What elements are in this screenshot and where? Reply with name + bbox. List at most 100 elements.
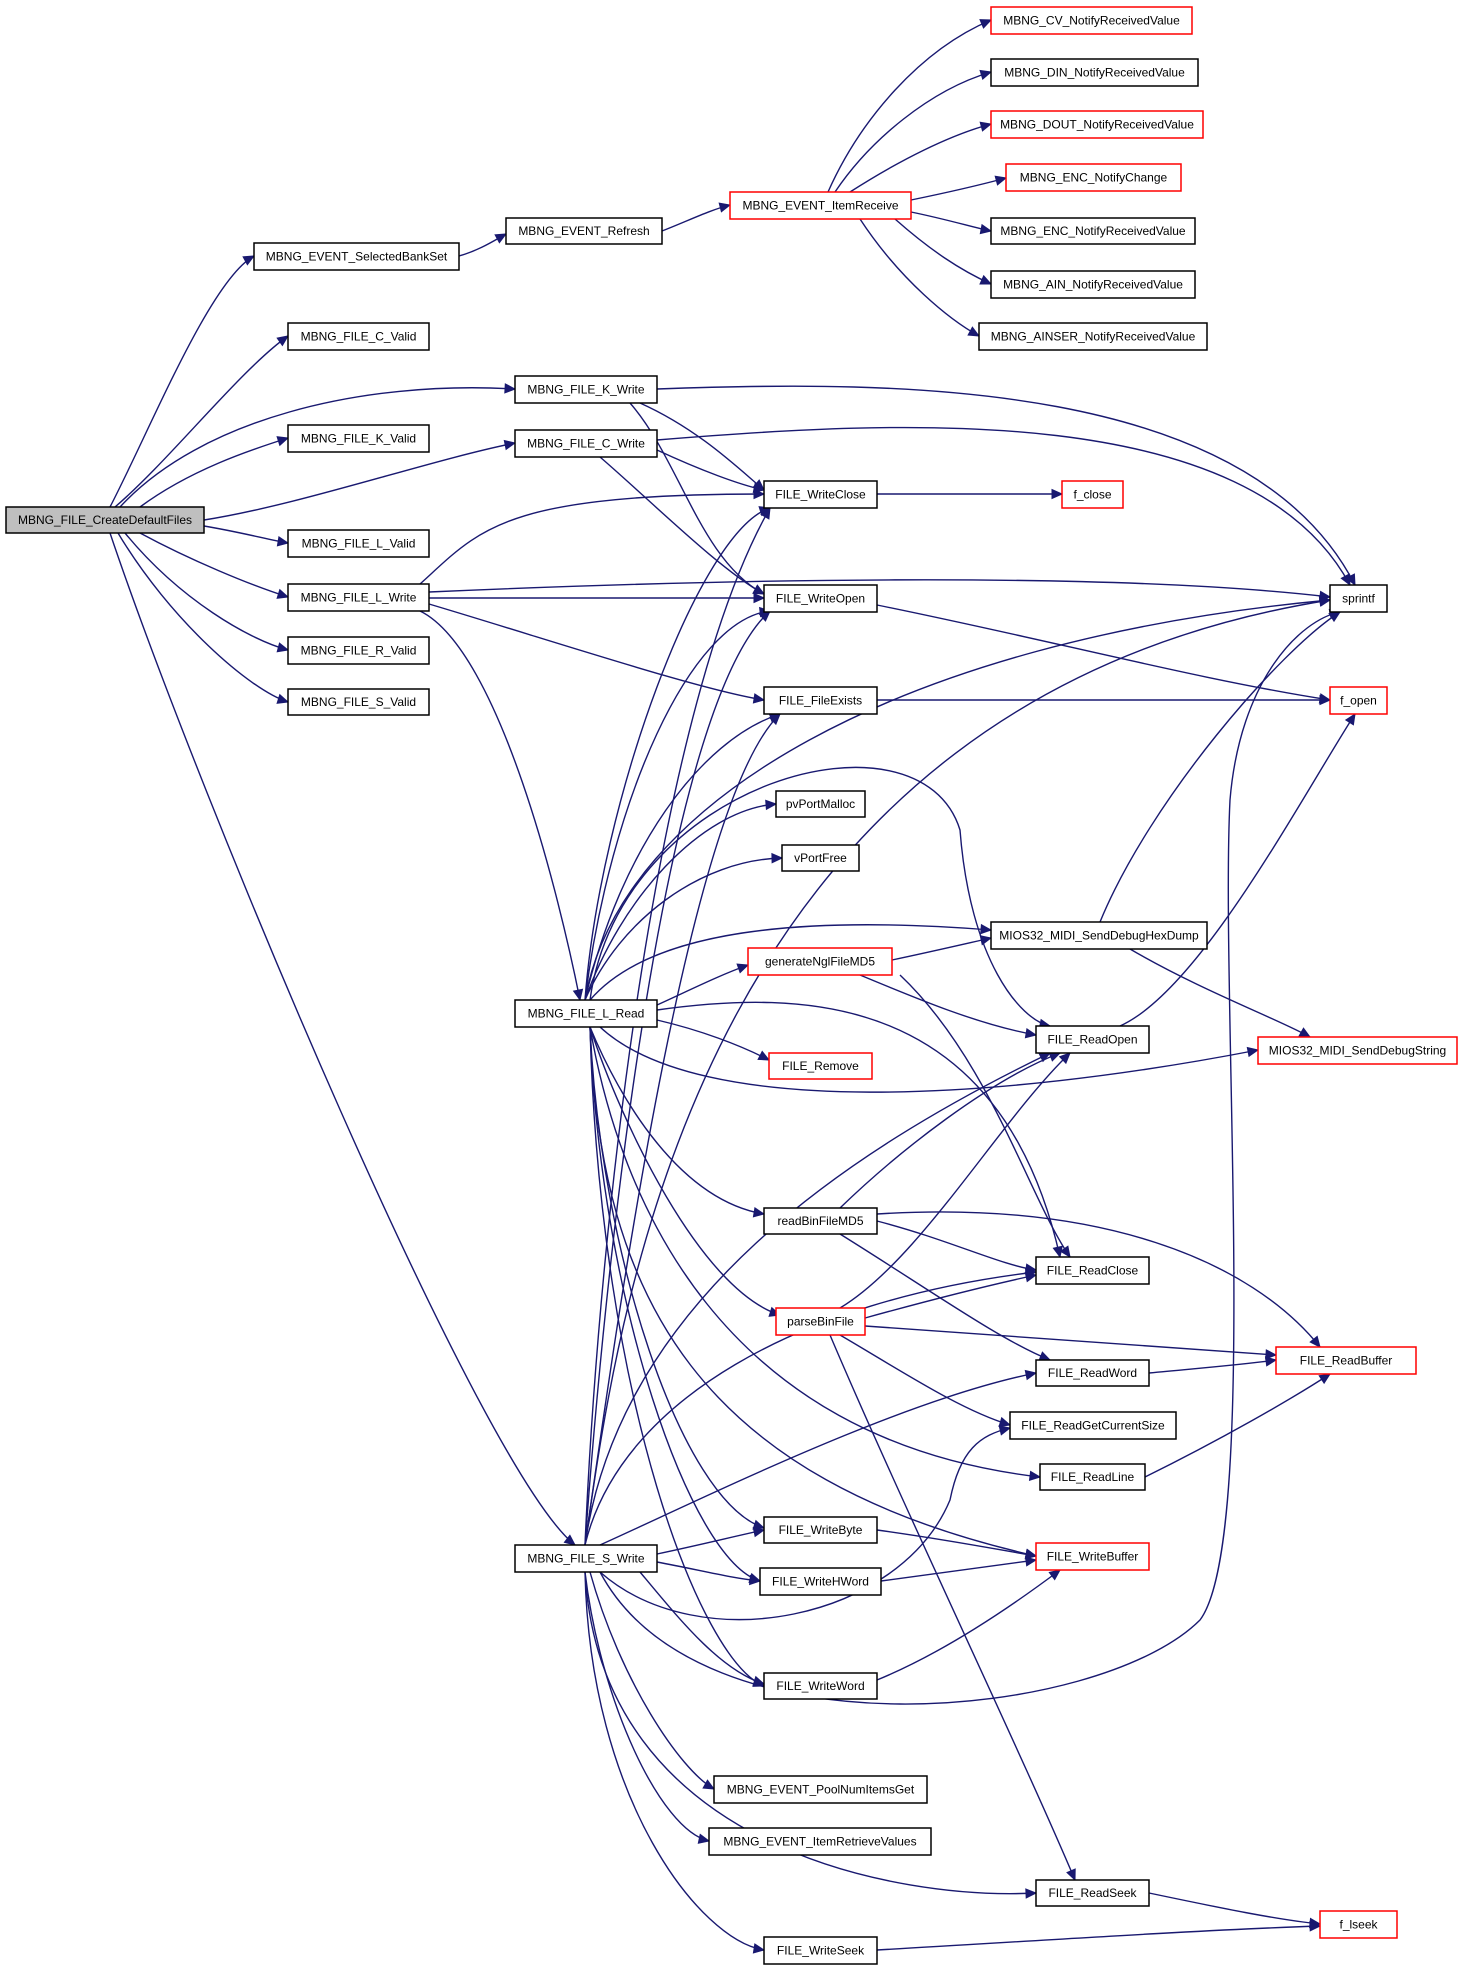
node-encNotify[interactable]: MBNG_ENC_NotifyReceivedValue [990, 217, 1196, 245]
edge-itemRecv-to-doutNotify [849, 121, 993, 193]
arrowhead [765, 799, 778, 811]
edge-root-to-lWrite [139, 532, 290, 599]
edge-sWrite-to-writeByte [656, 1526, 766, 1555]
node-box [763, 1936, 878, 1965]
node-vFree[interactable]: vPortFree [781, 844, 860, 872]
node-encChange[interactable]: MBNG_ENC_NotifyChange [1005, 163, 1182, 192]
node-itemRecv[interactable]: MBNG_EVENT_ItemReceive [729, 191, 912, 220]
edge-parseBin-to-readBuffer [864, 1325, 1278, 1360]
node-readWord[interactable]: FILE_ReadWord [1035, 1359, 1150, 1387]
edge-sWrite-to-writeWord [639, 1571, 766, 1686]
node-label: MBNG_ENC_NotifyChange [1020, 171, 1168, 185]
arrowhead [503, 439, 517, 451]
arrowhead [752, 1526, 766, 1538]
node-label: MBNG_FILE_L_Valid [302, 537, 416, 551]
node-lRead[interactable]: MBNG_FILE_L_Read [514, 999, 658, 1028]
node-debugStr[interactable]: MIOS32_MIDI_SendDebugString [1257, 1036, 1458, 1065]
node-genMD5[interactable]: generateNglFileMD5 [747, 947, 893, 976]
node-box [1319, 1910, 1398, 1939]
node-fileRemove[interactable]: FILE_Remove [768, 1052, 873, 1080]
node-readBinMD5[interactable]: readBinFileMD5 [763, 1207, 878, 1235]
edge-lRead-to-readLine [589, 1026, 1042, 1482]
node-cWrite[interactable]: MBNG_FILE_C_Write [514, 429, 658, 458]
node-hexDump[interactable]: MIOS32_MIDI_SendDebugHexDump [990, 921, 1208, 950]
node-writeWord[interactable]: FILE_WriteWord [763, 1672, 878, 1700]
node-parseBin[interactable]: parseBinFile [775, 1307, 866, 1336]
edge-root-to-lValid [203, 525, 290, 547]
arrowhead [1265, 1349, 1278, 1360]
node-label: vPortFree [794, 851, 847, 865]
node-label: MBNG_AINSER_NotifyReceivedValue [991, 330, 1196, 344]
node-box [768, 1052, 873, 1080]
arrowhead [1309, 1335, 1321, 1348]
node-box [1035, 1025, 1150, 1054]
node-ainserNotify[interactable]: MBNG_AINSER_NotifyReceivedValue [978, 322, 1208, 351]
edge-itemRecv-to-encChange [910, 175, 1008, 201]
node-readCurSize[interactable]: FILE_ReadGetCurrentSize [1009, 1411, 1177, 1440]
node-poolNum[interactable]: MBNG_EVENT_PoolNumItemsGet [713, 1775, 928, 1804]
arrowhead [718, 202, 732, 213]
node-box [1275, 1346, 1417, 1375]
node-root[interactable]: MBNG_FILE_CreateDefaultFiles [5, 506, 205, 534]
node-flseek[interactable]: f_lseek [1319, 1910, 1398, 1939]
edge-writeByte-to-writeBuffer [876, 1529, 1038, 1560]
edge-sWrite-to-writeHWord [656, 1561, 762, 1586]
node-label: FILE_ReadClose [1047, 1264, 1139, 1278]
node-box [763, 584, 878, 613]
node-sprintf[interactable]: sprintf [1329, 584, 1388, 613]
node-selBank[interactable]: MBNG_EVENT_SelectedBankSet [253, 242, 460, 271]
node-refresh[interactable]: MBNG_EVENT_Refresh [505, 217, 663, 245]
node-lWrite[interactable]: MBNG_FILE_L_Write [287, 583, 430, 612]
node-ainNotify[interactable]: MBNG_AIN_NotifyReceivedValue [990, 270, 1196, 299]
arrowhead [1059, 1245, 1071, 1259]
node-label: MBNG_EVENT_SelectedBankSet [266, 250, 448, 264]
node-fileExists[interactable]: FILE_FileExists [763, 686, 878, 715]
node-writeByte[interactable]: FILE_WriteByte [763, 1516, 878, 1544]
node-readBuffer[interactable]: FILE_ReadBuffer [1275, 1346, 1417, 1375]
node-writeSeek[interactable]: FILE_WriteSeek [763, 1936, 878, 1965]
arrowhead [979, 274, 993, 285]
node-box [1257, 1036, 1458, 1065]
arrowhead [752, 693, 766, 704]
node-kValid[interactable]: MBNG_FILE_K_Valid [287, 424, 430, 453]
node-dinNotify[interactable]: MBNG_DIN_NotifyReceivedValue [990, 58, 1199, 87]
arrowhead [994, 175, 1008, 186]
node-writeOpen[interactable]: FILE_WriteOpen [763, 584, 878, 613]
edge-itemRecv-to-ainNotify [894, 218, 993, 285]
node-writeBuffer[interactable]: FILE_WriteBuffer [1035, 1542, 1150, 1571]
node-readOpen[interactable]: FILE_ReadOpen [1035, 1025, 1150, 1054]
node-kWrite[interactable]: MBNG_FILE_K_Write [514, 375, 658, 404]
node-lValid[interactable]: MBNG_FILE_L_Valid [287, 529, 430, 558]
node-writeClose[interactable]: FILE_WriteClose [763, 480, 878, 509]
node-readSeek[interactable]: FILE_ReadSeek [1035, 1879, 1150, 1907]
node-writeHWord[interactable]: FILE_WriteHWord [759, 1567, 882, 1596]
node-fopen[interactable]: f_open [1329, 686, 1388, 715]
node-itemRetrieve[interactable]: MBNG_EVENT_ItemRetrieveValues [708, 1827, 932, 1856]
node-fclose[interactable]: f_close [1061, 480, 1124, 509]
edge-lRead-to-pvMalloc [584, 799, 778, 1001]
arrowhead [1024, 1556, 1038, 1567]
node-pvMalloc[interactable]: pvPortMalloc [775, 790, 866, 818]
edge-sWrite-to-sprintf [584, 596, 1332, 1546]
node-box [253, 242, 460, 271]
node-box [1009, 1411, 1177, 1440]
node-cvNotify[interactable]: MBNG_CV_NotifyReceivedValue [990, 6, 1193, 35]
arrowhead [276, 642, 290, 653]
node-rValid[interactable]: MBNG_FILE_R_Valid [287, 636, 430, 665]
arrowhead [1318, 596, 1332, 607]
arrowhead [1298, 1027, 1312, 1038]
node-readLine[interactable]: FILE_ReadLine [1039, 1463, 1146, 1491]
arrowhead [1024, 1369, 1038, 1381]
node-doutNotify[interactable]: MBNG_DOUT_NotifyReceivedValue [990, 110, 1204, 139]
node-sWrite[interactable]: MBNG_FILE_S_Write [514, 1544, 658, 1573]
node-cValid[interactable]: MBNG_FILE_C_Valid [287, 322, 430, 351]
arrowhead [736, 963, 750, 974]
edge-sWrite-to-readClose [584, 1267, 1038, 1546]
node-box [287, 322, 430, 351]
arrowhead [749, 1574, 762, 1586]
node-box [287, 583, 430, 612]
edge-kWrite-to-sprintf [656, 385, 1356, 587]
node-sValid[interactable]: MBNG_FILE_S_Valid [287, 688, 430, 716]
node-readClose[interactable]: FILE_ReadClose [1035, 1256, 1150, 1285]
edge-lRead-to-sprintf [584, 595, 1332, 1001]
